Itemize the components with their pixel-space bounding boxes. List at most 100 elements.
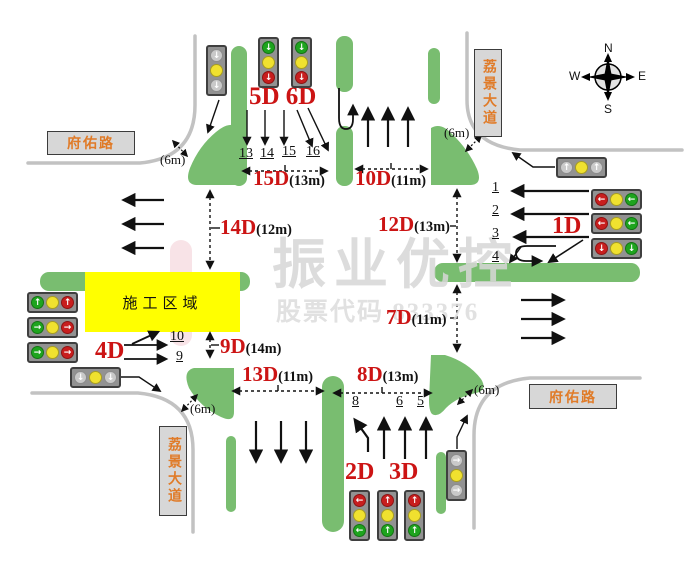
lane-number-west-10: 10 (170, 329, 184, 344)
callout-east-ped (511, 151, 555, 168)
signal-bulb-green-down: ↓ (295, 41, 308, 54)
watermark-stock-code: 股票代码 833376 (276, 299, 480, 326)
signal-bulb-yellow (575, 161, 588, 174)
traffic-light-east-3: ↓↓ (591, 238, 642, 259)
clearance-label-se: (6m) (474, 382, 500, 397)
lane-number-east-2: 2 (492, 203, 499, 218)
traffic-light-5d: ↓↓ (258, 37, 279, 88)
signal-bulb-red-up: ↑ (61, 296, 74, 309)
lane-number-south-6: 6 (396, 394, 403, 409)
compass-east-label: E (638, 69, 647, 83)
clearance-nw (171, 139, 189, 158)
detector-label-4d: 4D (95, 338, 125, 364)
detector-label-9d: 9D(14m) (220, 334, 282, 358)
curb-southwest (30, 391, 195, 534)
lane-number-east-1: 1 (492, 180, 499, 195)
median-south-west-bar (226, 436, 236, 512)
detector-label-8d: 8D(13m) (357, 362, 419, 386)
signal-bulb-yellow (46, 346, 59, 359)
compass-rose (581, 53, 635, 101)
signal-bulb-red-down: ↓ (595, 242, 608, 255)
detector-label-1d: 1D (552, 213, 582, 239)
signal-bulb-yellow (46, 321, 59, 334)
signal-bulb-red-down: ↓ (295, 71, 308, 84)
signal-bulb-red-right: → (61, 321, 74, 334)
construction-zone (85, 272, 240, 332)
signal-bulb-yellow (610, 217, 623, 230)
detector-label-10d: 10D(11m) (355, 166, 427, 190)
curb-southeast (472, 376, 642, 530)
signal-bulb-yellow (353, 509, 366, 522)
arrow-east-uturn (515, 245, 556, 267)
signal-bulb-green-up: ↑ (31, 296, 44, 309)
clearance-label-nw: (6m) (160, 152, 186, 167)
lane-number-north-13: 13 (239, 146, 253, 161)
signal-bulb-yellow (450, 469, 463, 482)
island-northeast (431, 126, 479, 185)
arrow-south-entry-8 (353, 417, 370, 452)
signal-bulb-yellow (610, 242, 623, 255)
signal-bulb-green-up: ↑ (381, 524, 394, 537)
clearance-se (456, 388, 474, 406)
signal-bulb-red-up: ↑ (381, 494, 394, 507)
road-sign-sw: 荔景大道 (159, 426, 187, 516)
median-east-bar (434, 263, 640, 282)
detector-label-5d-6d: 5D 6D (249, 83, 317, 110)
compass-west-label: W (569, 69, 581, 83)
signal-bulb-green-down: ↓ (625, 242, 638, 255)
road-sign-se: 府佑路 (529, 384, 617, 409)
callout-south-ped (456, 414, 468, 449)
traffic-light-2d: ←← (349, 490, 370, 541)
median-north-center-a (336, 36, 353, 92)
road-sign-nw: 府佑路 (47, 131, 135, 155)
traffic-light-3d-a: ↑↑ (377, 490, 398, 541)
arrow-east-uturn-tail (508, 246, 522, 264)
flow-arrows (121, 88, 589, 464)
traffic-light-east-2: ←← (591, 213, 642, 234)
clearance-ne (464, 134, 483, 153)
detector-label-3d: 3D (389, 459, 419, 485)
signal-bulb-red-right: → (61, 346, 74, 359)
island-northwest (188, 124, 238, 185)
traffic-light-6d: ↓↓ (291, 37, 312, 88)
traffic-light-west-1: ↑↑ (27, 292, 78, 313)
detector-label-14d: 14D(12m) (220, 215, 292, 239)
signal-bulb-gray-down: ↓ (74, 371, 87, 384)
lane-number-north-16: 16 (306, 144, 320, 159)
signal-bulb-yellow (89, 371, 102, 384)
arrow-west-entry-merge (131, 330, 161, 345)
detector-label-13d: 13D(11m) (242, 362, 314, 386)
median-south-center (322, 376, 344, 532)
median-south-east-bar (436, 452, 446, 514)
signal-bulb-green-up: ↑ (408, 524, 421, 537)
signal-bulb-yellow (46, 296, 59, 309)
signal-bulb-gray-down: ↓ (210, 49, 223, 62)
signal-bulb-gray-up: ↑ (560, 161, 573, 174)
callout-arrows (118, 99, 555, 449)
signal-bulb-yellow (381, 509, 394, 522)
detector-label-2d: 2D (345, 459, 375, 485)
compass-south-label: S (604, 102, 613, 116)
traffic-light-3d-b: ↑↑ (404, 490, 425, 541)
measurement-arrows (205, 163, 462, 398)
callout-6d-b (307, 107, 329, 152)
lane-number-north-15: 15 (282, 144, 296, 159)
ped-signal-west: ↓↓ (70, 367, 121, 388)
signal-bulb-green-right: → (31, 321, 44, 334)
ped-signal-north: ↓↓ (206, 45, 227, 96)
island-southeast (429, 355, 484, 416)
signal-bulb-red-down: ↓ (262, 71, 275, 84)
signal-bulb-gray-up: ↑ (590, 161, 603, 174)
lane-number-east-4: 4 (492, 249, 499, 264)
median-northeast-bar (428, 48, 440, 104)
callout-6d-a (296, 109, 314, 148)
arrow-east-leftturn (547, 239, 584, 264)
construction-zone-label: 施工区域 (122, 295, 203, 312)
clearance-arrows (171, 134, 483, 413)
lane-number-south-8: 8 (352, 394, 359, 409)
signal-bulb-gray-right: → (450, 454, 463, 467)
signal-bulb-green-left: ← (625, 193, 638, 206)
island-southwest (186, 368, 234, 420)
